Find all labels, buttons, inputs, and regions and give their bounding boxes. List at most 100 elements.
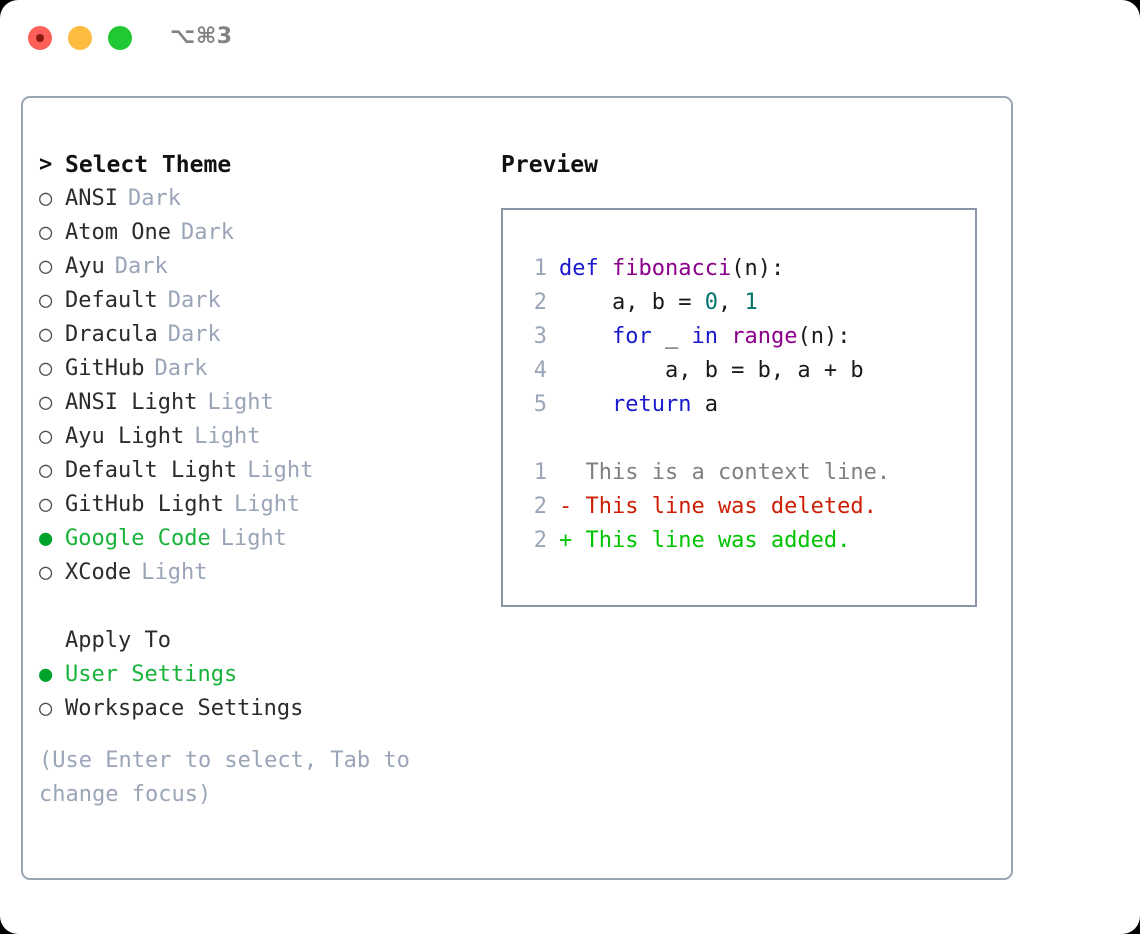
theme-list-header: > Select Theme bbox=[39, 148, 479, 182]
theme-category-badge: Dark bbox=[127, 186, 181, 211]
code-token-pl bbox=[599, 256, 612, 281]
apply-to-list: ● User Settings ○ Workspace Settings bbox=[39, 658, 479, 726]
radio-selected-icon[interactable]: ● bbox=[39, 662, 53, 687]
code-line-text: def fibonacci(n): bbox=[559, 252, 784, 286]
code-line: 5 return a bbox=[521, 388, 975, 422]
code-token-fn: range bbox=[731, 324, 798, 349]
radio-unselected-icon[interactable]: ○ bbox=[39, 186, 53, 211]
code-token-pl: _ bbox=[651, 324, 692, 349]
code-token-fn: fibonacci bbox=[612, 256, 732, 281]
radio-unselected-icon[interactable]: ○ bbox=[39, 390, 53, 415]
radio-unselected-icon[interactable]: ○ bbox=[39, 220, 53, 245]
code-token-pl: a, b = b, a + b bbox=[559, 358, 864, 383]
code-token-pl: a bbox=[691, 392, 718, 417]
code-token-pl: (n): bbox=[797, 324, 851, 349]
radio-unselected-icon[interactable]: ○ bbox=[39, 560, 53, 585]
radio-unselected-icon[interactable]: ○ bbox=[39, 492, 53, 517]
radio-unselected-icon[interactable]: ○ bbox=[39, 696, 53, 721]
code-line-text: return a bbox=[559, 388, 718, 422]
apply-to-option-label: Workspace Settings bbox=[65, 696, 304, 721]
code-line: 4 a, b = b, a + b bbox=[521, 354, 975, 388]
diff-line-text-ctx: This is a context line. bbox=[559, 460, 891, 485]
radio-unselected-icon[interactable]: ○ bbox=[39, 254, 53, 279]
code-token-pl bbox=[559, 324, 612, 349]
theme-list-item[interactable]: ○ Ayu Light Light bbox=[39, 420, 479, 454]
code-token-pl: (n): bbox=[731, 256, 785, 281]
theme-category-badge: Light bbox=[247, 458, 314, 483]
theme-name: Ayu Light bbox=[65, 424, 185, 449]
radio-unselected-icon[interactable]: ○ bbox=[39, 356, 53, 381]
apply-to-header: Apply To bbox=[39, 624, 479, 658]
code-token-pl bbox=[718, 324, 731, 349]
preview-title: Preview bbox=[501, 152, 598, 178]
theme-list-item[interactable]: ○ Default Light Light bbox=[39, 454, 479, 488]
theme-name: Atom One bbox=[65, 220, 171, 245]
close-window-button[interactable] bbox=[28, 26, 52, 50]
code-token-pl: a, b = bbox=[559, 290, 705, 315]
radio-unselected-icon[interactable]: ○ bbox=[39, 458, 53, 483]
code-token-kw: in bbox=[691, 324, 718, 349]
line-number: 1 bbox=[533, 256, 547, 281]
theme-category-badge: Light bbox=[194, 424, 261, 449]
diff-line: 2+ This line was added. bbox=[521, 524, 975, 558]
theme-category-badge: Dark bbox=[167, 288, 221, 313]
radio-selected-icon[interactable]: ● bbox=[39, 526, 53, 551]
theme-category-badge: Light bbox=[141, 560, 208, 585]
theme-list-item[interactable]: ○ XCode Light bbox=[39, 556, 479, 590]
diff-line: 2- This line was deleted. bbox=[521, 490, 975, 524]
keyboard-hint-text: (Use Enter to select, Tab to change focu… bbox=[39, 748, 410, 807]
theme-list-item[interactable]: ○ ANSI Dark bbox=[39, 182, 479, 216]
radio-unselected-icon[interactable]: ○ bbox=[39, 288, 53, 313]
theme-name: Default bbox=[65, 288, 158, 313]
apply-to-option-label: User Settings bbox=[65, 662, 238, 687]
code-token-num: 0 bbox=[704, 290, 718, 315]
radio-unselected-icon[interactable]: ○ bbox=[39, 424, 53, 449]
theme-name: XCode bbox=[65, 560, 132, 585]
theme-list-item[interactable]: ○ Default Dark bbox=[39, 284, 479, 318]
theme-category-badge: Light bbox=[220, 526, 287, 551]
apply-to-option[interactable]: ● User Settings bbox=[39, 658, 479, 692]
diff-line-text-del: - This line was deleted. bbox=[559, 494, 877, 519]
diff-line: 1 This is a context line. bbox=[521, 456, 975, 490]
diff-line-text-add: + This line was added. bbox=[559, 528, 851, 553]
theme-name: Ayu bbox=[65, 254, 105, 279]
code-token-kw: return bbox=[611, 392, 692, 417]
code-token-pl: , bbox=[717, 290, 745, 315]
code-line-text: a, b = b, a + b bbox=[559, 354, 864, 388]
minimize-window-button[interactable] bbox=[68, 26, 92, 50]
list-spacer bbox=[39, 590, 479, 624]
window-titlebar: ⌥⌘3 bbox=[0, 0, 1140, 78]
theme-category-badge: Dark bbox=[114, 254, 168, 279]
radio-unselected-icon[interactable]: ○ bbox=[39, 322, 53, 347]
theme-name: ANSI bbox=[65, 186, 118, 211]
line-number: 3 bbox=[533, 324, 547, 349]
traffic-light-group bbox=[28, 26, 132, 50]
code-line: 3 for _ in range(n): bbox=[521, 320, 975, 354]
theme-name: Default Light bbox=[65, 458, 238, 483]
theme-list-item[interactable]: ○ Atom One Dark bbox=[39, 216, 479, 250]
code-diff-separator bbox=[521, 422, 975, 456]
code-line-text: for _ in range(n): bbox=[559, 320, 850, 354]
code-line: 2 a, b = 0, 1 bbox=[521, 286, 975, 320]
code-token-kw: def bbox=[559, 256, 599, 281]
diff-sample: 1 This is a context line.2- This line wa… bbox=[521, 456, 975, 558]
theme-name: ANSI Light bbox=[65, 390, 198, 415]
theme-category-badge: Dark bbox=[180, 220, 234, 245]
theme-name: Dracula bbox=[65, 322, 158, 347]
theme-list-item[interactable]: ○ Ayu Dark bbox=[39, 250, 479, 284]
line-number: 2 bbox=[533, 290, 547, 315]
apply-to-option[interactable]: ○ Workspace Settings bbox=[39, 692, 479, 726]
code-token-num: 1 bbox=[744, 290, 758, 315]
maximize-window-button[interactable] bbox=[108, 26, 132, 50]
code-line-text: a, b = 0, 1 bbox=[559, 286, 758, 320]
